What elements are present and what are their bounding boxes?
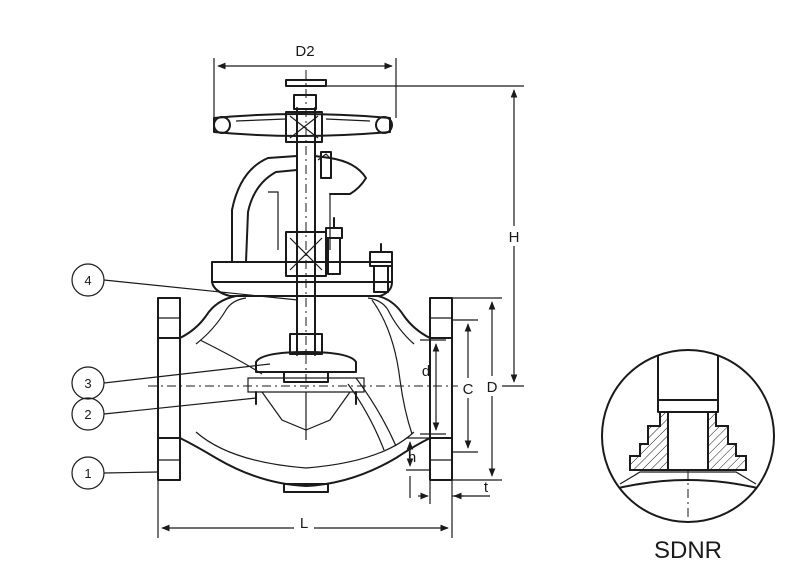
callout-4-label: 4 <box>84 273 91 288</box>
sdnr-caption: SDNR <box>654 537 722 564</box>
valve-body <box>157 295 453 493</box>
callout-2 <box>71 397 105 431</box>
dim-d-label: D <box>487 379 498 396</box>
dim-h-small-label: h <box>408 449 416 466</box>
yoke-bonnet <box>211 151 393 297</box>
callout-1 <box>71 456 105 490</box>
disc <box>247 333 365 440</box>
callout-4 <box>71 263 105 297</box>
dim-l-label: L <box>300 515 308 532</box>
handwheel <box>213 79 393 143</box>
callout-2-label: 2 <box>84 407 91 422</box>
dim-c-label: C <box>463 381 474 398</box>
dim-t-label: t <box>484 479 489 496</box>
callout-1-label: 1 <box>84 466 91 481</box>
dim-d-small-label: d <box>422 363 430 380</box>
part-callouts: 4 3 2 1 <box>71 263 299 490</box>
dim-h-label: H <box>509 229 520 246</box>
callout-3 <box>71 366 105 400</box>
dim-d2-label: D2 <box>295 43 314 60</box>
callout-3-label: 3 <box>84 376 91 391</box>
dimensions: D2 H C D d h t <box>157 43 524 538</box>
sdnr-detail: SDNR <box>601 349 775 564</box>
